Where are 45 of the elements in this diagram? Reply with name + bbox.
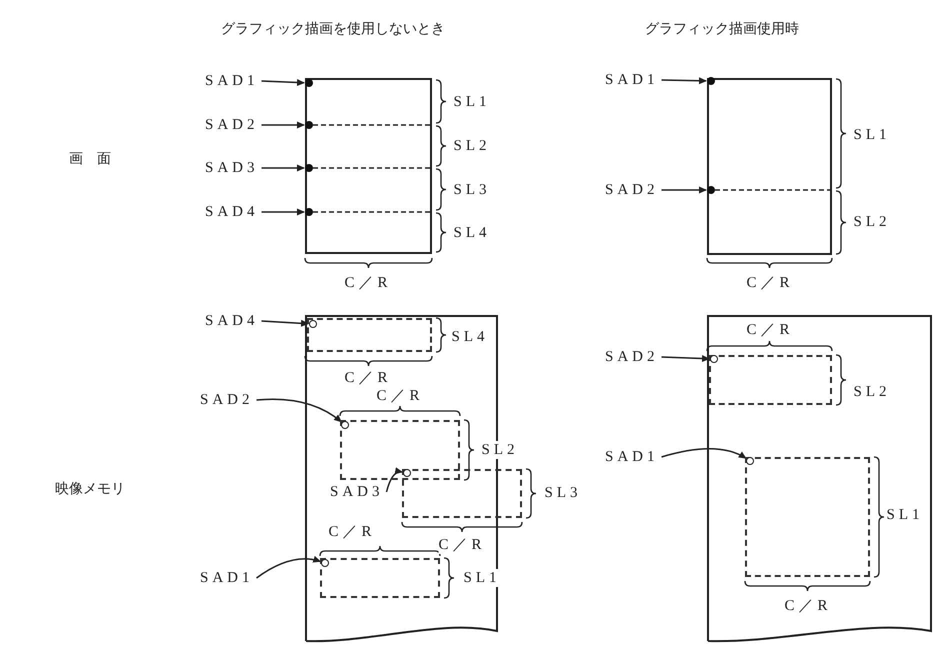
address-dot (305, 208, 313, 216)
arrow (256, 398, 342, 422)
address-marker (746, 457, 754, 465)
address-label: SAD1 (605, 448, 659, 466)
address-label: SAD3 (330, 483, 384, 501)
address-label: SAD2 (605, 348, 659, 366)
arrow (662, 77, 707, 84)
address-marker (710, 355, 718, 363)
address-marker (309, 320, 317, 328)
address-dot (305, 79, 313, 87)
address-label: SAD3 (205, 159, 259, 177)
size-label: SL1 (464, 569, 500, 587)
address-label: SAD1 (205, 72, 259, 90)
arrow (261, 320, 309, 327)
arrow (262, 208, 305, 216)
address-label: SAD4 (205, 203, 259, 221)
arrow (661, 448, 747, 459)
address-label: SAD1 (605, 71, 659, 89)
screen-frame (707, 78, 832, 255)
screen-frame (305, 78, 432, 254)
address-marker (403, 469, 411, 477)
address-dot (305, 121, 313, 129)
arrow (262, 122, 305, 128)
memory-region (320, 558, 440, 598)
arrow (256, 556, 322, 579)
arrow (662, 186, 707, 194)
arrow (661, 355, 710, 362)
address-label: SAD2 (605, 181, 659, 199)
arrow (262, 164, 305, 172)
memory-region (340, 420, 460, 480)
address-dot (707, 77, 715, 85)
memory-region (402, 469, 522, 518)
memory-region (307, 318, 432, 352)
memory-region (745, 457, 870, 577)
address-marker (321, 559, 329, 567)
address-dot (707, 186, 715, 194)
address-dot (305, 164, 313, 172)
address-label: SAD1 (200, 569, 254, 587)
arrow (386, 468, 404, 492)
arrow (261, 79, 305, 86)
address-label: SAD2 (200, 391, 254, 409)
memory-region (709, 355, 832, 405)
address-label: SAD4 (205, 312, 259, 330)
address-marker (341, 421, 349, 429)
address-label: SAD2 (205, 116, 259, 134)
